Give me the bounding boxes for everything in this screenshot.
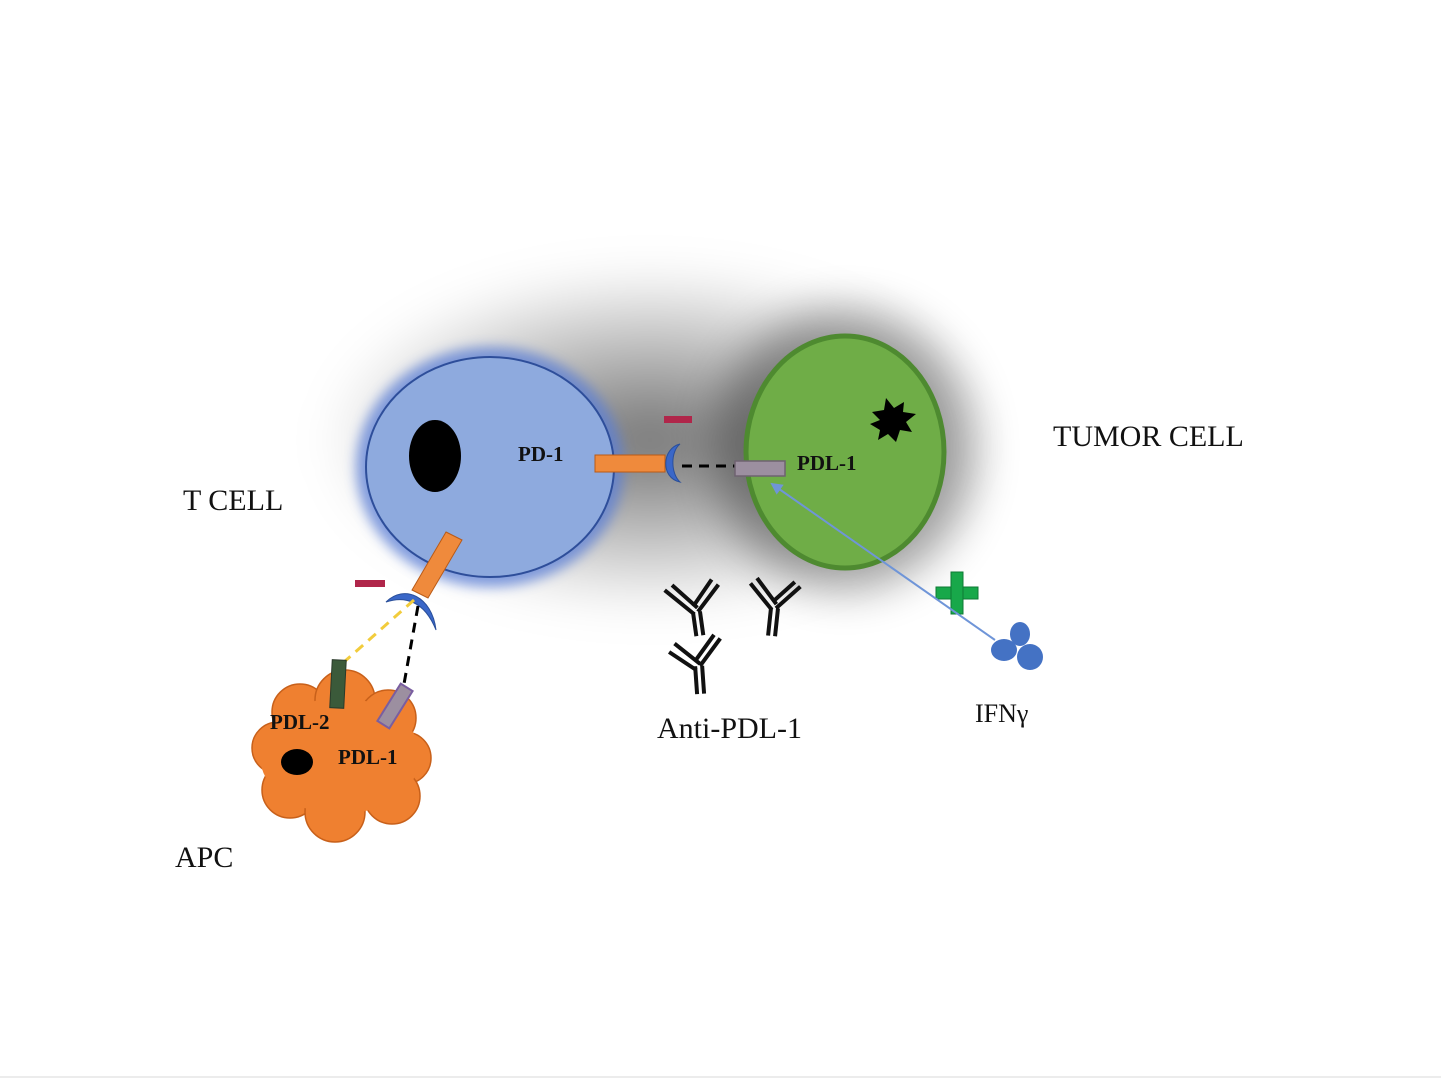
t-cell-body (366, 357, 614, 577)
pdl1-ligand-tumor (735, 461, 785, 476)
pd1-receptor-stalk (595, 455, 665, 472)
pd1-receptor-cup-lower (386, 594, 436, 630)
inhibit-sign-left (355, 580, 385, 587)
pdl2-ligand-apc (330, 660, 346, 709)
binding-line-pdl1-apc (404, 606, 418, 684)
t-cell (356, 347, 624, 587)
pdl1-tumor-label: PDL-1 (797, 451, 857, 475)
stimulate-plus-icon (936, 572, 978, 614)
pdl2-apc-label: PDL-2 (270, 710, 330, 734)
ifng-molecules-icon (991, 622, 1043, 670)
apc-nucleus (281, 749, 313, 775)
pd1-label: PD-1 (518, 442, 564, 466)
antibody-icon-3 (668, 634, 724, 695)
binding-line-pdl2 (344, 600, 414, 662)
anti-pdl1-label: Anti-PDL-1 (657, 712, 802, 745)
t-cell-label: T CELL (183, 484, 283, 517)
apc-label: APC (175, 841, 233, 874)
pdl1-apc-label: PDL-1 (338, 745, 398, 769)
ifng-label: IFNγ (975, 699, 1028, 728)
inhibit-sign-top (664, 416, 692, 423)
tumor-cell-label: TUMOR CELL (1053, 420, 1244, 453)
t-cell-nucleus (409, 420, 461, 492)
